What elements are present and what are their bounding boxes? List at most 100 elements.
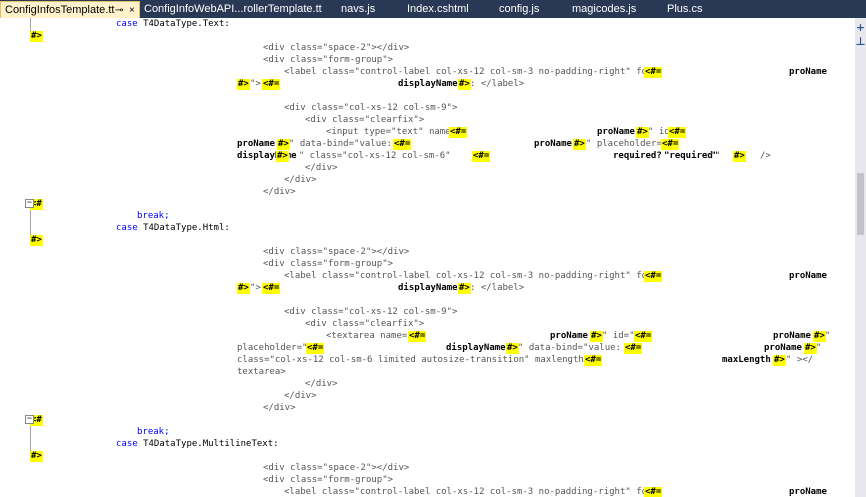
code-token: required? [613, 151, 662, 161]
code-line[interactable]: <div class="space-2"></div> [0, 247, 855, 258]
code-line[interactable]: displayName#>: " class="col-xs-12 col-sm… [0, 151, 855, 162]
code-line[interactable]: <div class="space-2"></div> [0, 43, 855, 54]
t4-delimiter: <#= [408, 331, 427, 342]
code-token: proName [597, 127, 635, 137]
code-line[interactable]: <textarea name="<#=proName#>" id="<#=pro… [0, 331, 855, 342]
code-line[interactable]: case T4DataType.Html: [0, 223, 855, 234]
code-token: "> [250, 79, 261, 89]
code-line[interactable]: <div class="space-2"></div> [0, 463, 855, 474]
t4-delimiter: #> [733, 151, 746, 162]
code-token: <input type="text" name=" [326, 127, 462, 137]
collapse-toggle-icon[interactable]: − [25, 198, 34, 208]
code-line[interactable]: #>"><#=displayName#>: </label> [0, 79, 855, 90]
code-line[interactable]: case T4DataType.Text: [0, 19, 855, 30]
code-token: proName [773, 331, 811, 341]
code-line[interactable]: <label class="control-label col-xs-12 co… [0, 271, 855, 282]
code-token: <div class="form-group"> [263, 55, 394, 65]
t4-delimiter: <#= [644, 487, 663, 497]
collapse-toggle-icon[interactable]: − [25, 414, 34, 424]
code-line[interactable]: </div> [0, 163, 855, 174]
code-line[interactable]: placeholder="<#=displayName#>" data-bind… [0, 343, 855, 354]
code-token: /> [760, 151, 771, 161]
scroll-thumb[interactable] [857, 173, 864, 235]
code-token: : </label> [470, 283, 525, 293]
code-token: <div class="col-xs-12 col-sm-9"> [284, 103, 458, 113]
code-line[interactable]: </div> [0, 391, 855, 402]
code-line[interactable]: </div> [0, 187, 855, 198]
tab-label: config.js [499, 3, 540, 15]
code-token: class="col-xs-12 col-sm-6 limited autosi… [237, 355, 595, 365]
tab-label: Plus.cs [667, 3, 703, 15]
code-line[interactable]: <# [0, 199, 855, 210]
tab-4[interactable]: config.js [499, 0, 554, 18]
t4-delimiter: <#= [449, 127, 468, 138]
tab-6[interactable]: Plus.cs [667, 0, 717, 18]
code-token: proName [789, 271, 827, 281]
tab-label: Index.cshtml [407, 3, 469, 15]
code-line[interactable]: case T4DataType.MultilineText: [0, 439, 855, 450]
tab-0[interactable]: ConfigInfosTemplate.tt⊸× [0, 1, 140, 18]
code-line[interactable]: <div class="clearfix"> [0, 319, 855, 330]
code-line[interactable]: <div class="col-xs-12 col-sm-9"> [0, 103, 855, 114]
code-editor[interactable]: case T4DataType.Text:#><div class="space… [0, 18, 855, 497]
code-line[interactable]: #> [0, 451, 855, 462]
code-line[interactable]: <div class="col-xs-12 col-sm-9"> [0, 307, 855, 318]
code-token: " [816, 343, 822, 353]
code-token: maxLength [722, 355, 771, 365]
code-token: " id=" [602, 331, 635, 341]
code-token: : </label> [470, 79, 525, 89]
code-line[interactable]: class="col-xs-12 col-sm-6 limited autosi… [0, 355, 855, 366]
tab-label: magicodes.js [572, 3, 637, 15]
code-token: <label class="control-label col-xs-12 co… [284, 67, 664, 77]
code-line[interactable]: proName#>" data-bind="value: <#=proName#… [0, 139, 855, 150]
tab-label: ConfigInfoWebAPI...rollerTemplate.tt [144, 3, 322, 15]
code-line[interactable]: <label class="control-label col-xs-12 co… [0, 487, 855, 497]
outline-guide [30, 208, 31, 238]
code-token: placeholder=" [237, 343, 308, 353]
vertical-scrollbar[interactable]: + ⊥ [855, 18, 866, 497]
split-add-icon[interactable]: + [855, 21, 866, 34]
code-token: </div> [263, 187, 296, 197]
code-line[interactable]: #> [0, 235, 855, 246]
code-line[interactable]: <div class="form-group"> [0, 475, 855, 486]
code-token: displayName [237, 151, 297, 161]
tab-3[interactable]: Index.cshtml [407, 0, 477, 18]
code-line[interactable]: break; [0, 427, 855, 438]
t4-delimiter: <#= [262, 79, 281, 90]
code-line[interactable]: </div> [0, 175, 855, 186]
code-line[interactable]: textarea> [0, 367, 855, 378]
code-line[interactable]: #>"><#=displayName#>: </label> [0, 283, 855, 294]
code-token: <div class="space-2"></div> [263, 43, 410, 53]
code-line[interactable]: #> [0, 31, 855, 42]
t4-delimiter: #> [773, 355, 786, 366]
code-token: </div> [305, 163, 338, 173]
t4-delimiter: #> [813, 331, 826, 342]
code-token: case T4DataType.MultilineText: [116, 439, 279, 449]
code-token: </div> [284, 175, 317, 185]
t4-delimiter: <#= [634, 331, 653, 342]
split-window-icon[interactable]: ⊥ [855, 35, 866, 48]
t4-delimiter: #> [636, 127, 649, 138]
outline-guide [30, 424, 31, 454]
code-token: displayName [398, 79, 458, 89]
t4-delimiter: #> [30, 31, 43, 42]
code-line[interactable]: </div> [0, 403, 855, 414]
pin-icon[interactable]: ⊸ [115, 5, 124, 16]
tab-2[interactable]: navs.js [341, 0, 391, 18]
code-line[interactable]: </div> [0, 379, 855, 390]
code-line[interactable]: <input type="text" name="<#=proName#>" i… [0, 127, 855, 138]
code-token: " ></ [786, 355, 814, 365]
code-line[interactable]: <div class="form-group"> [0, 55, 855, 66]
code-line[interactable]: break; [0, 211, 855, 222]
code-token: <div class="space-2"></div> [263, 247, 410, 257]
tab-5[interactable]: magicodes.js [572, 0, 644, 18]
code-line[interactable]: <div class="form-group"> [0, 259, 855, 270]
close-icon[interactable]: × [129, 5, 135, 16]
tab-1[interactable]: ConfigInfoWebAPI...rollerTemplate.tt [144, 0, 324, 18]
t4-delimiter: #> [458, 79, 471, 90]
code-token: <textarea name=" [326, 331, 413, 341]
code-token: proName [237, 139, 275, 149]
code-line[interactable]: <div class="clearfix"> [0, 115, 855, 126]
code-line[interactable]: <label class="control-label col-xs-12 co… [0, 67, 855, 78]
code-line[interactable]: <# [0, 415, 855, 426]
